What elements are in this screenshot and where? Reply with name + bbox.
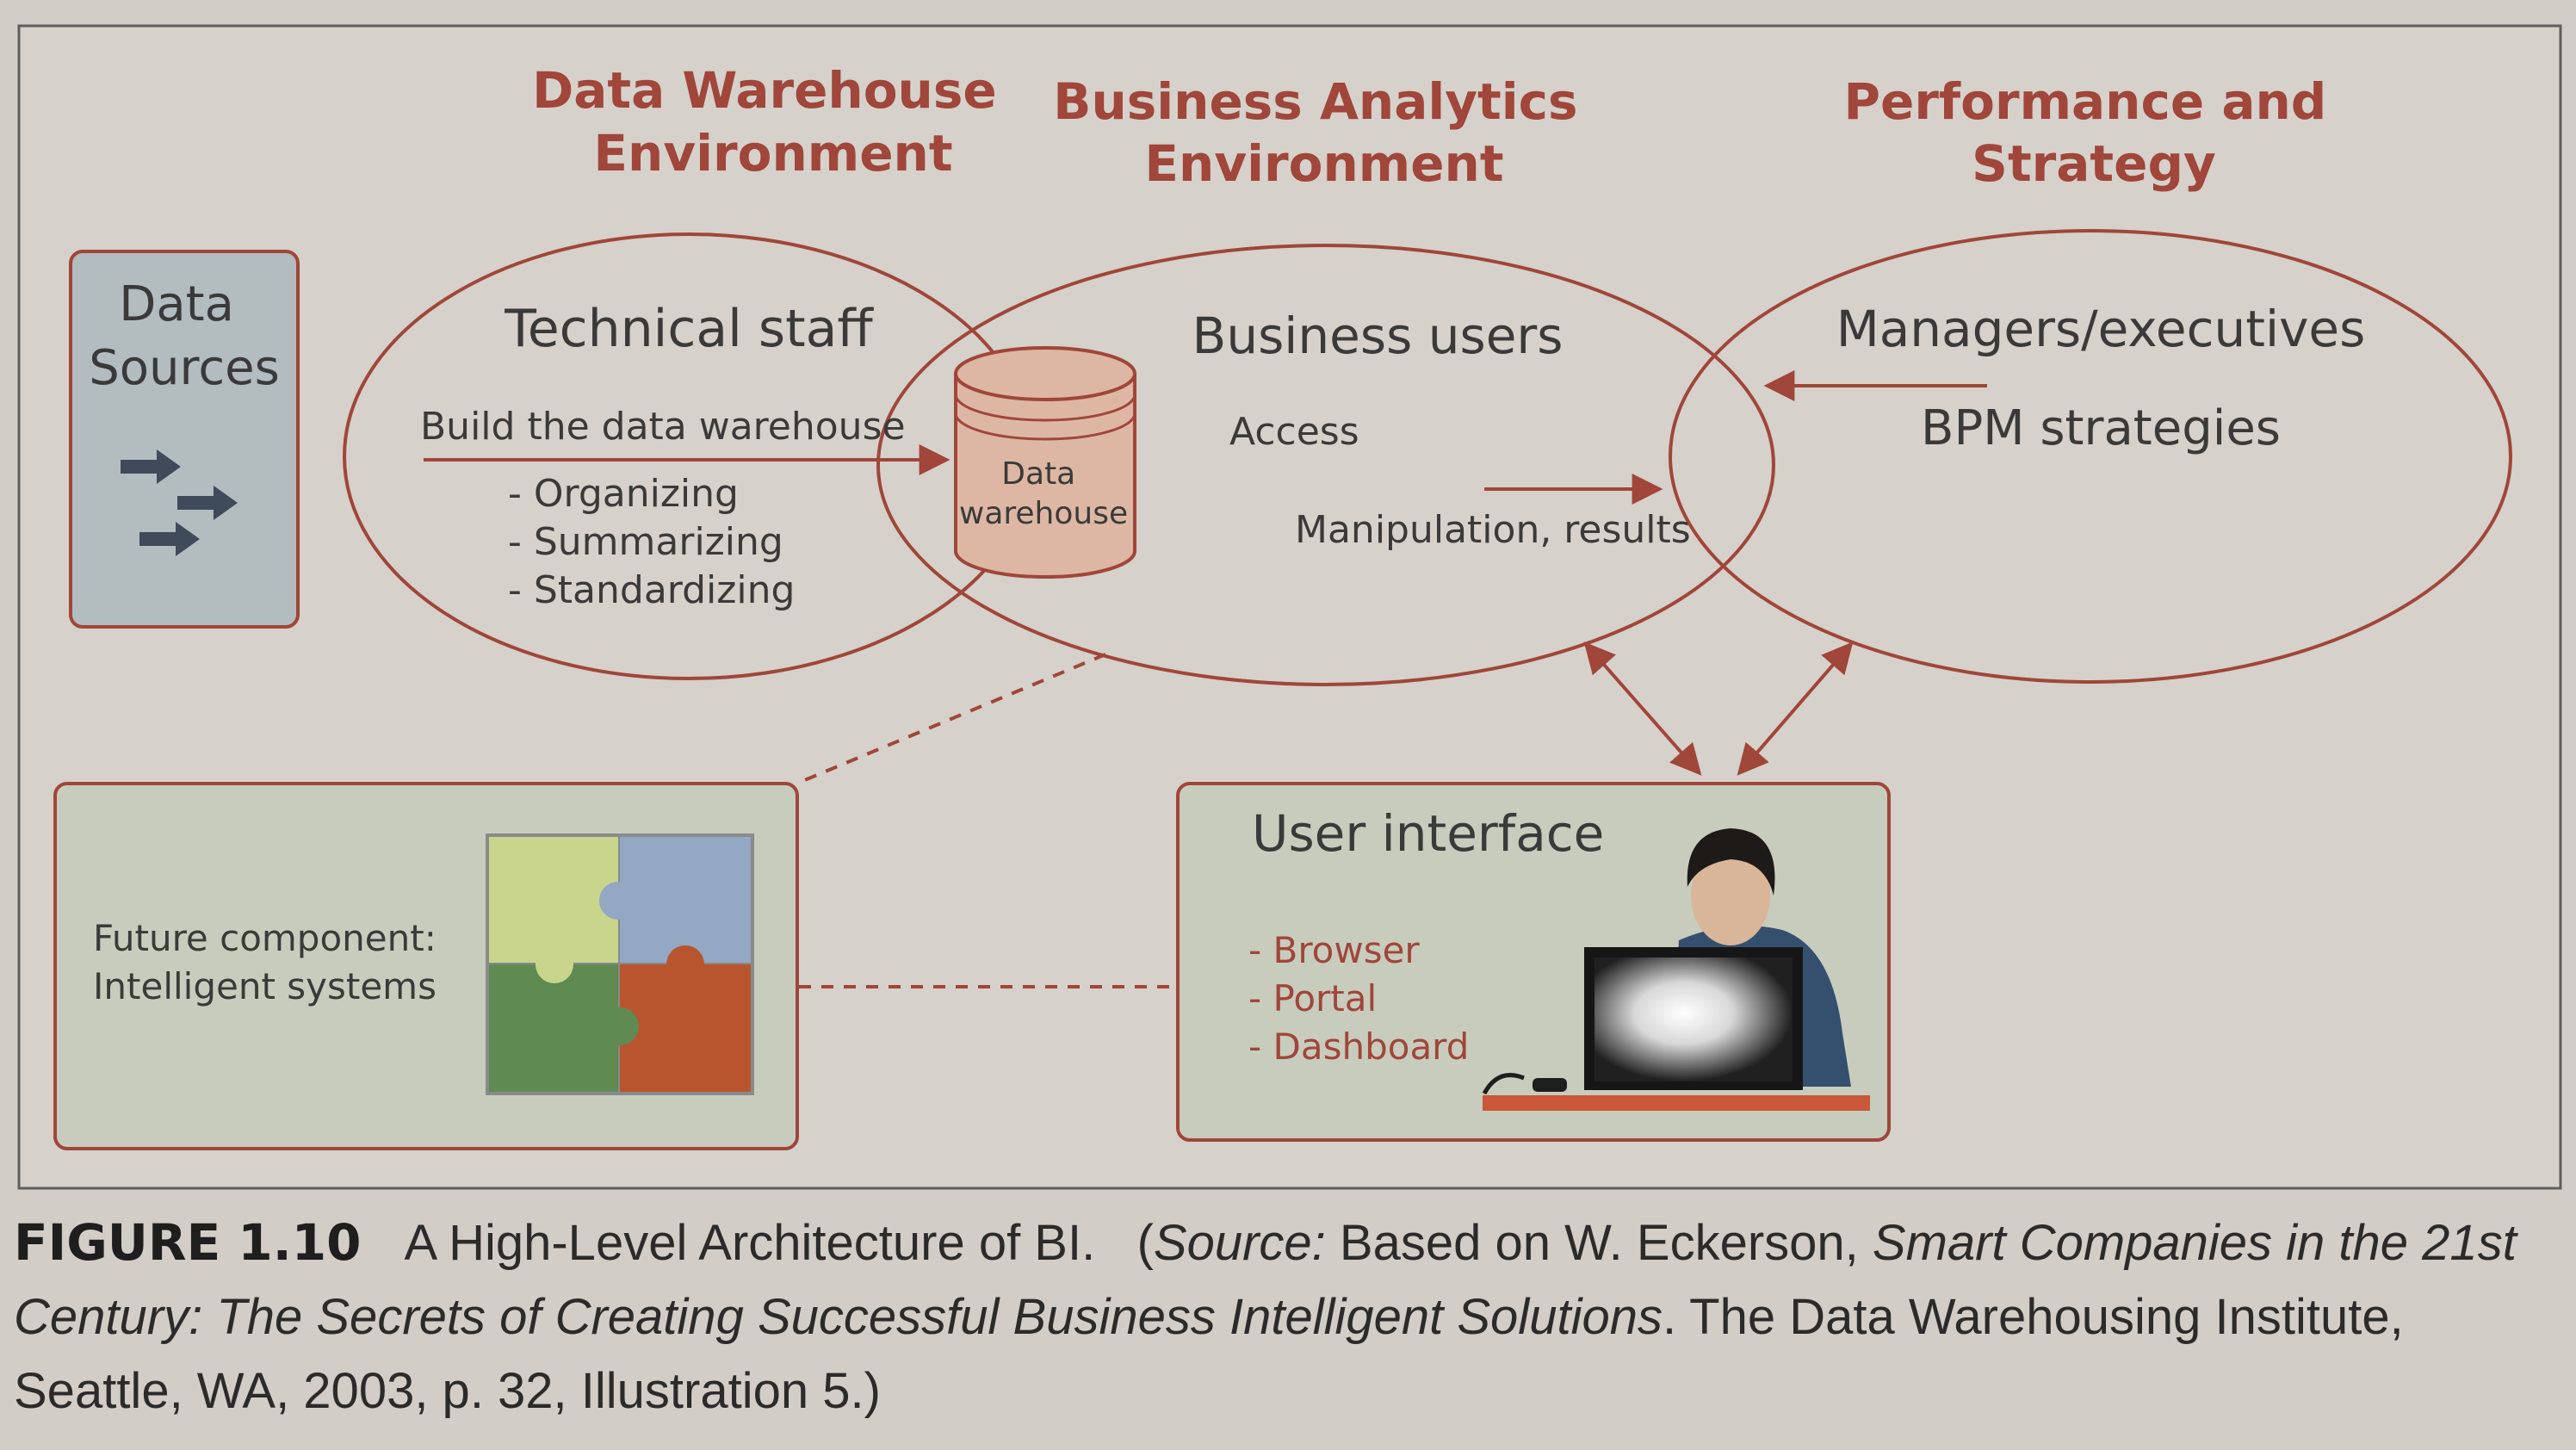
puzzle-icon <box>486 833 754 1095</box>
manipulation-results-label: Manipulation, results <box>1295 508 1691 552</box>
managers-ellipse <box>1669 229 2512 684</box>
business-users-ellipse <box>876 244 1775 686</box>
figure-caption: FIGURE 1.10 A High-Level Architecture of … <box>14 1205 2528 1428</box>
data-sources-label: Data Sources <box>89 276 280 396</box>
access-label: Access <box>1229 410 1359 454</box>
user-interface-box: User interface - Browser - Portal - Dash… <box>1176 782 1891 1142</box>
data-warehouse-label: Data warehouse <box>959 456 1128 531</box>
figure-number: FIGURE 1.10 <box>14 1213 362 1272</box>
user-interface-items: - Browser - Portal - Dashboard <box>1248 929 1469 1068</box>
source-open: ( <box>1136 1215 1154 1271</box>
data-warehouse-cylinder-icon: Data warehouse <box>954 346 1136 579</box>
business-ui-connector <box>1583 641 1702 776</box>
book-title: Smart Companies in the 21st Century: The… <box>14 1215 2517 1345</box>
business-users-title: Business users <box>1192 307 1564 365</box>
user-interface-title: User interface <box>1252 804 1604 863</box>
data-sources-box: Data Sources <box>69 250 300 629</box>
header-performance-strategy: Performance and Strategy <box>1843 72 2344 193</box>
future-component-label: Future component: Intelligent systems <box>93 917 448 1007</box>
technical-staff-title: Technical staff <box>504 299 874 359</box>
technical-item: - Organizing <box>508 472 739 516</box>
future-warehouse-dashed-link <box>800 653 1106 784</box>
managers-ui-connector <box>1737 641 1854 776</box>
technical-item: - Standardizing <box>508 568 795 612</box>
data-flow-arrows-icon <box>121 449 238 556</box>
source-word: Source: <box>1153 1215 1326 1271</box>
managers-title: Managers/executives <box>1836 300 2366 358</box>
future-component-box: Future component: Intelligent systems <box>53 782 799 1150</box>
source-text: Based on W. Eckerson, <box>1325 1215 1873 1271</box>
bpm-strategies-label: BPM strategies <box>1921 400 2281 456</box>
technical-item: - Summarizing <box>508 520 783 564</box>
header-data-warehouse: Data Warehouse Environment <box>532 61 1014 183</box>
header-business-analytics: Business Analytics Environment <box>1053 72 1595 193</box>
build-warehouse-label: Build the data warehouse <box>420 405 906 449</box>
person-at-laptop-icon <box>1482 828 1870 1111</box>
figure-title: A High-Level Architecture of BI. <box>404 1215 1096 1271</box>
publisher-text: . The Data Warehousing Institute, Seattl… <box>14 1289 2404 1419</box>
